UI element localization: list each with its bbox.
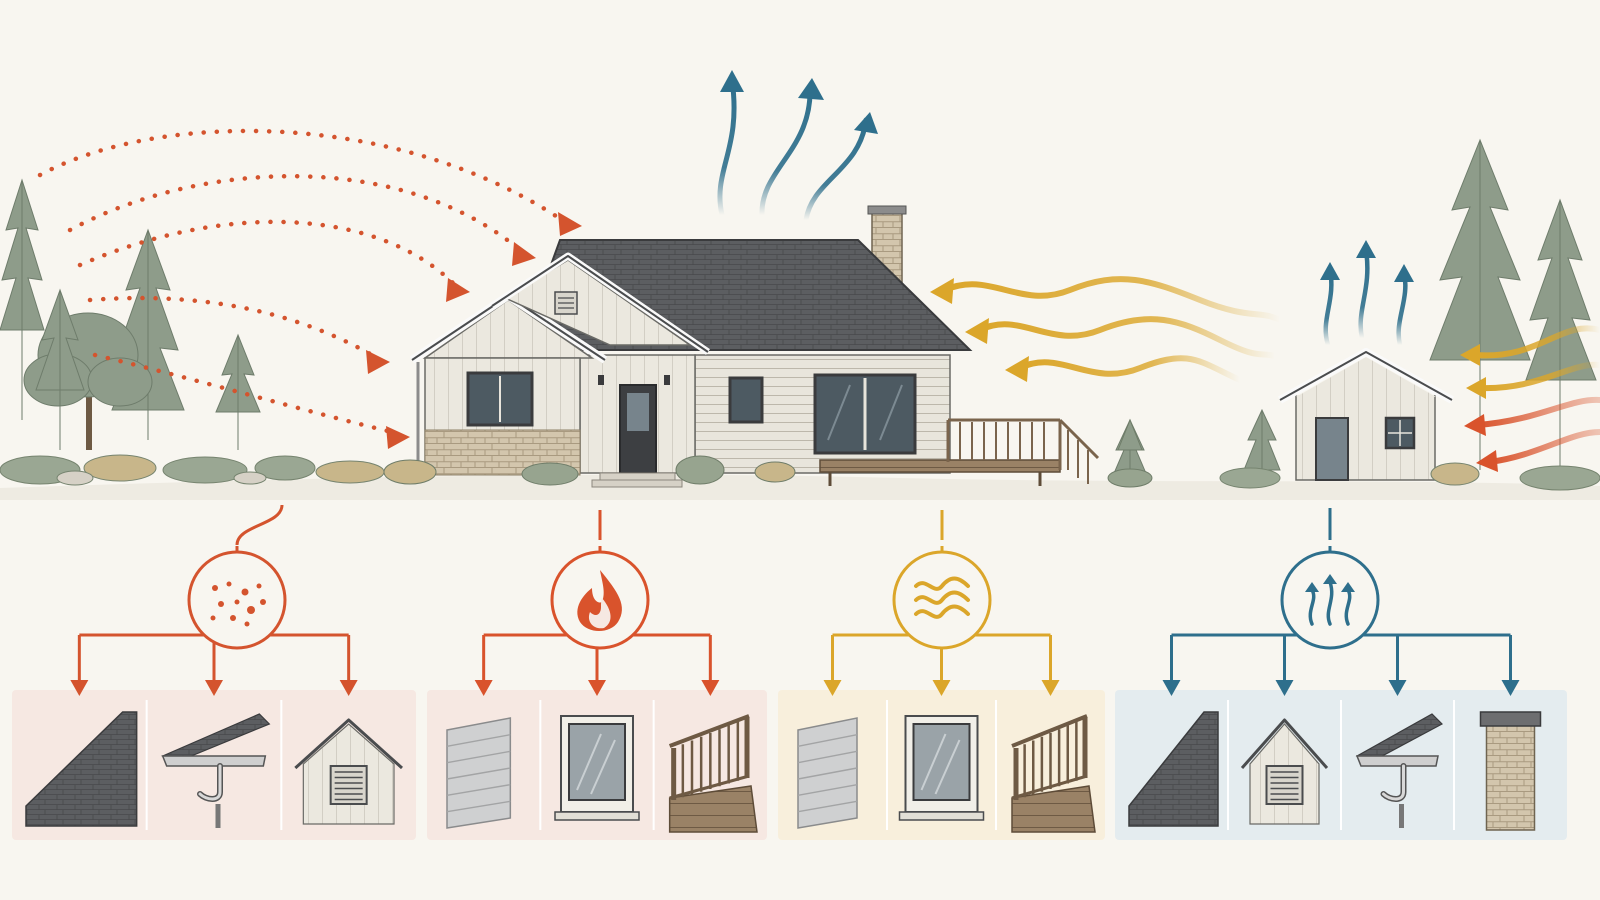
window-component — [554, 715, 640, 821]
deck — [819, 418, 1100, 486]
ember-dotted-arrows — [37, 128, 568, 435]
rising-heat-arrows-icon — [1280, 550, 1380, 650]
gutter-component — [161, 713, 271, 828]
attic-vent-component — [1240, 718, 1329, 825]
gutter-component — [1355, 713, 1443, 828]
outbuilding — [1278, 348, 1454, 481]
window-component — [898, 715, 985, 821]
outbuilding-convective-arrowheads — [1320, 240, 1414, 282]
roof-shingles-component — [1128, 711, 1219, 827]
flame-exposure-group — [427, 510, 767, 840]
flame-contact-arrowheads — [1460, 344, 1498, 472]
attic-vent-component — [294, 718, 404, 825]
pine-tree — [0, 178, 45, 420]
radiant-heat-waves-icon — [892, 550, 992, 650]
chimney-component — [1479, 711, 1542, 831]
pine-tree — [215, 333, 261, 450]
deck-railing-component — [1011, 714, 1096, 833]
foundation-plants — [383, 418, 1153, 488]
siding-component — [797, 717, 858, 829]
outbuilding-convective-arrows — [1323, 247, 1408, 348]
radiant-heat-waves — [942, 276, 1283, 383]
ember-dots-icon — [187, 550, 287, 650]
exposure-panels — [12, 504, 1567, 840]
main-house — [409, 205, 1100, 488]
radiant-arrowheads — [930, 278, 1029, 382]
flame-icon — [550, 550, 650, 650]
deck-railing-component — [668, 714, 758, 833]
outbuilding-door — [1315, 417, 1349, 481]
radiant-exposure-group — [778, 510, 1105, 840]
siding-component — [446, 717, 512, 829]
convective-exposure-group — [1115, 508, 1567, 840]
pine-tree — [35, 288, 85, 450]
ember-exposure-group — [12, 504, 416, 840]
left-shrubs — [0, 454, 385, 486]
roof-shingles-component — [25, 711, 138, 827]
convective-arrowheads — [720, 70, 878, 134]
convective-heat-arrows — [717, 77, 869, 223]
ember-arrowheads — [366, 212, 582, 449]
flame-contact-arrows — [1472, 325, 1600, 465]
right-shrubs — [1219, 462, 1600, 491]
left-tree-line — [0, 178, 261, 450]
